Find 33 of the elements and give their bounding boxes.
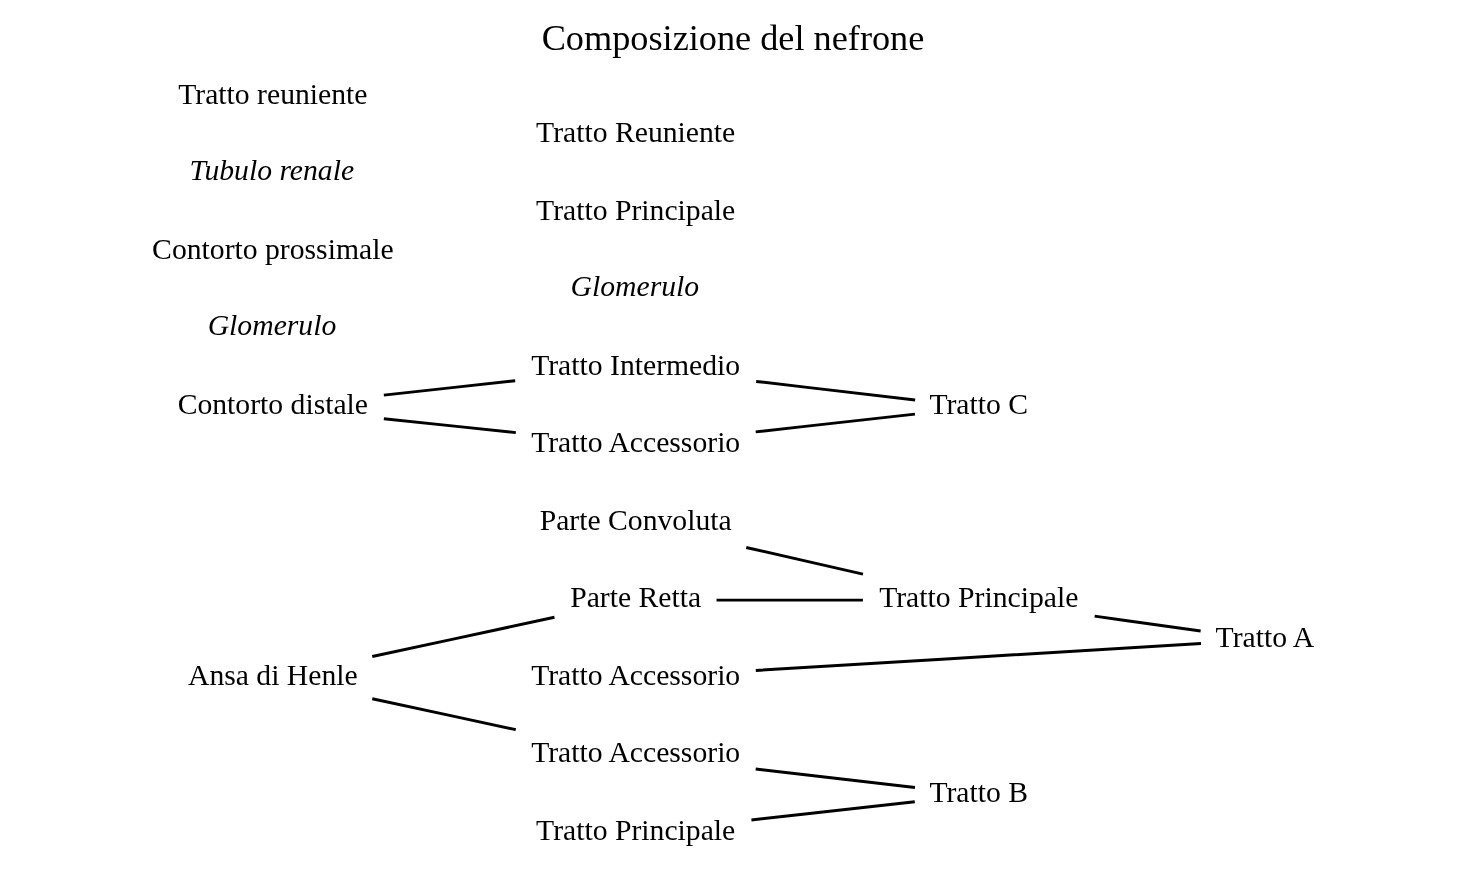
connector: [755, 767, 916, 789]
connector: [751, 800, 915, 822]
diagram-title: Composizione del nefrone: [541, 18, 925, 59]
label: Contorto prossimale: [152, 233, 394, 266]
label: Glomerulo: [207, 309, 337, 342]
connector: [1094, 614, 1201, 633]
node-text: Tratto C: [929, 388, 1029, 421]
node-text: Ansa di Henle: [187, 658, 358, 691]
connector: [755, 412, 916, 434]
node-text: Parte Convoluta: [539, 503, 732, 536]
node-text: Parte Retta: [570, 581, 702, 614]
connector: [371, 697, 517, 732]
connector: [756, 379, 916, 402]
node-text: Tratto B: [929, 776, 1029, 809]
label: Tubulo renale: [189, 154, 355, 187]
node-text: Tratto Accessorio: [531, 658, 741, 691]
node-text: Tratto Accessorio: [531, 736, 741, 769]
label: Glomerulo: [570, 269, 700, 302]
node-text: Tratto Intermedio: [531, 348, 741, 381]
label: Tratto Principale: [536, 193, 736, 226]
connector: [371, 615, 555, 659]
node-text: Tratto Principale: [879, 581, 1079, 614]
label: Tratto reuniente: [178, 78, 368, 111]
node-text: Tratto Principale: [536, 813, 736, 846]
connector: [755, 642, 1202, 672]
connector: [383, 417, 516, 435]
node-text: Contorto distale: [177, 388, 369, 421]
connector: [716, 598, 863, 602]
connector: [745, 546, 864, 576]
connector: [383, 379, 516, 397]
label: Tratto Reuniente: [536, 116, 736, 149]
node-text: Tratto A: [1215, 620, 1315, 653]
node-text: Tratto Accessorio: [531, 426, 741, 459]
